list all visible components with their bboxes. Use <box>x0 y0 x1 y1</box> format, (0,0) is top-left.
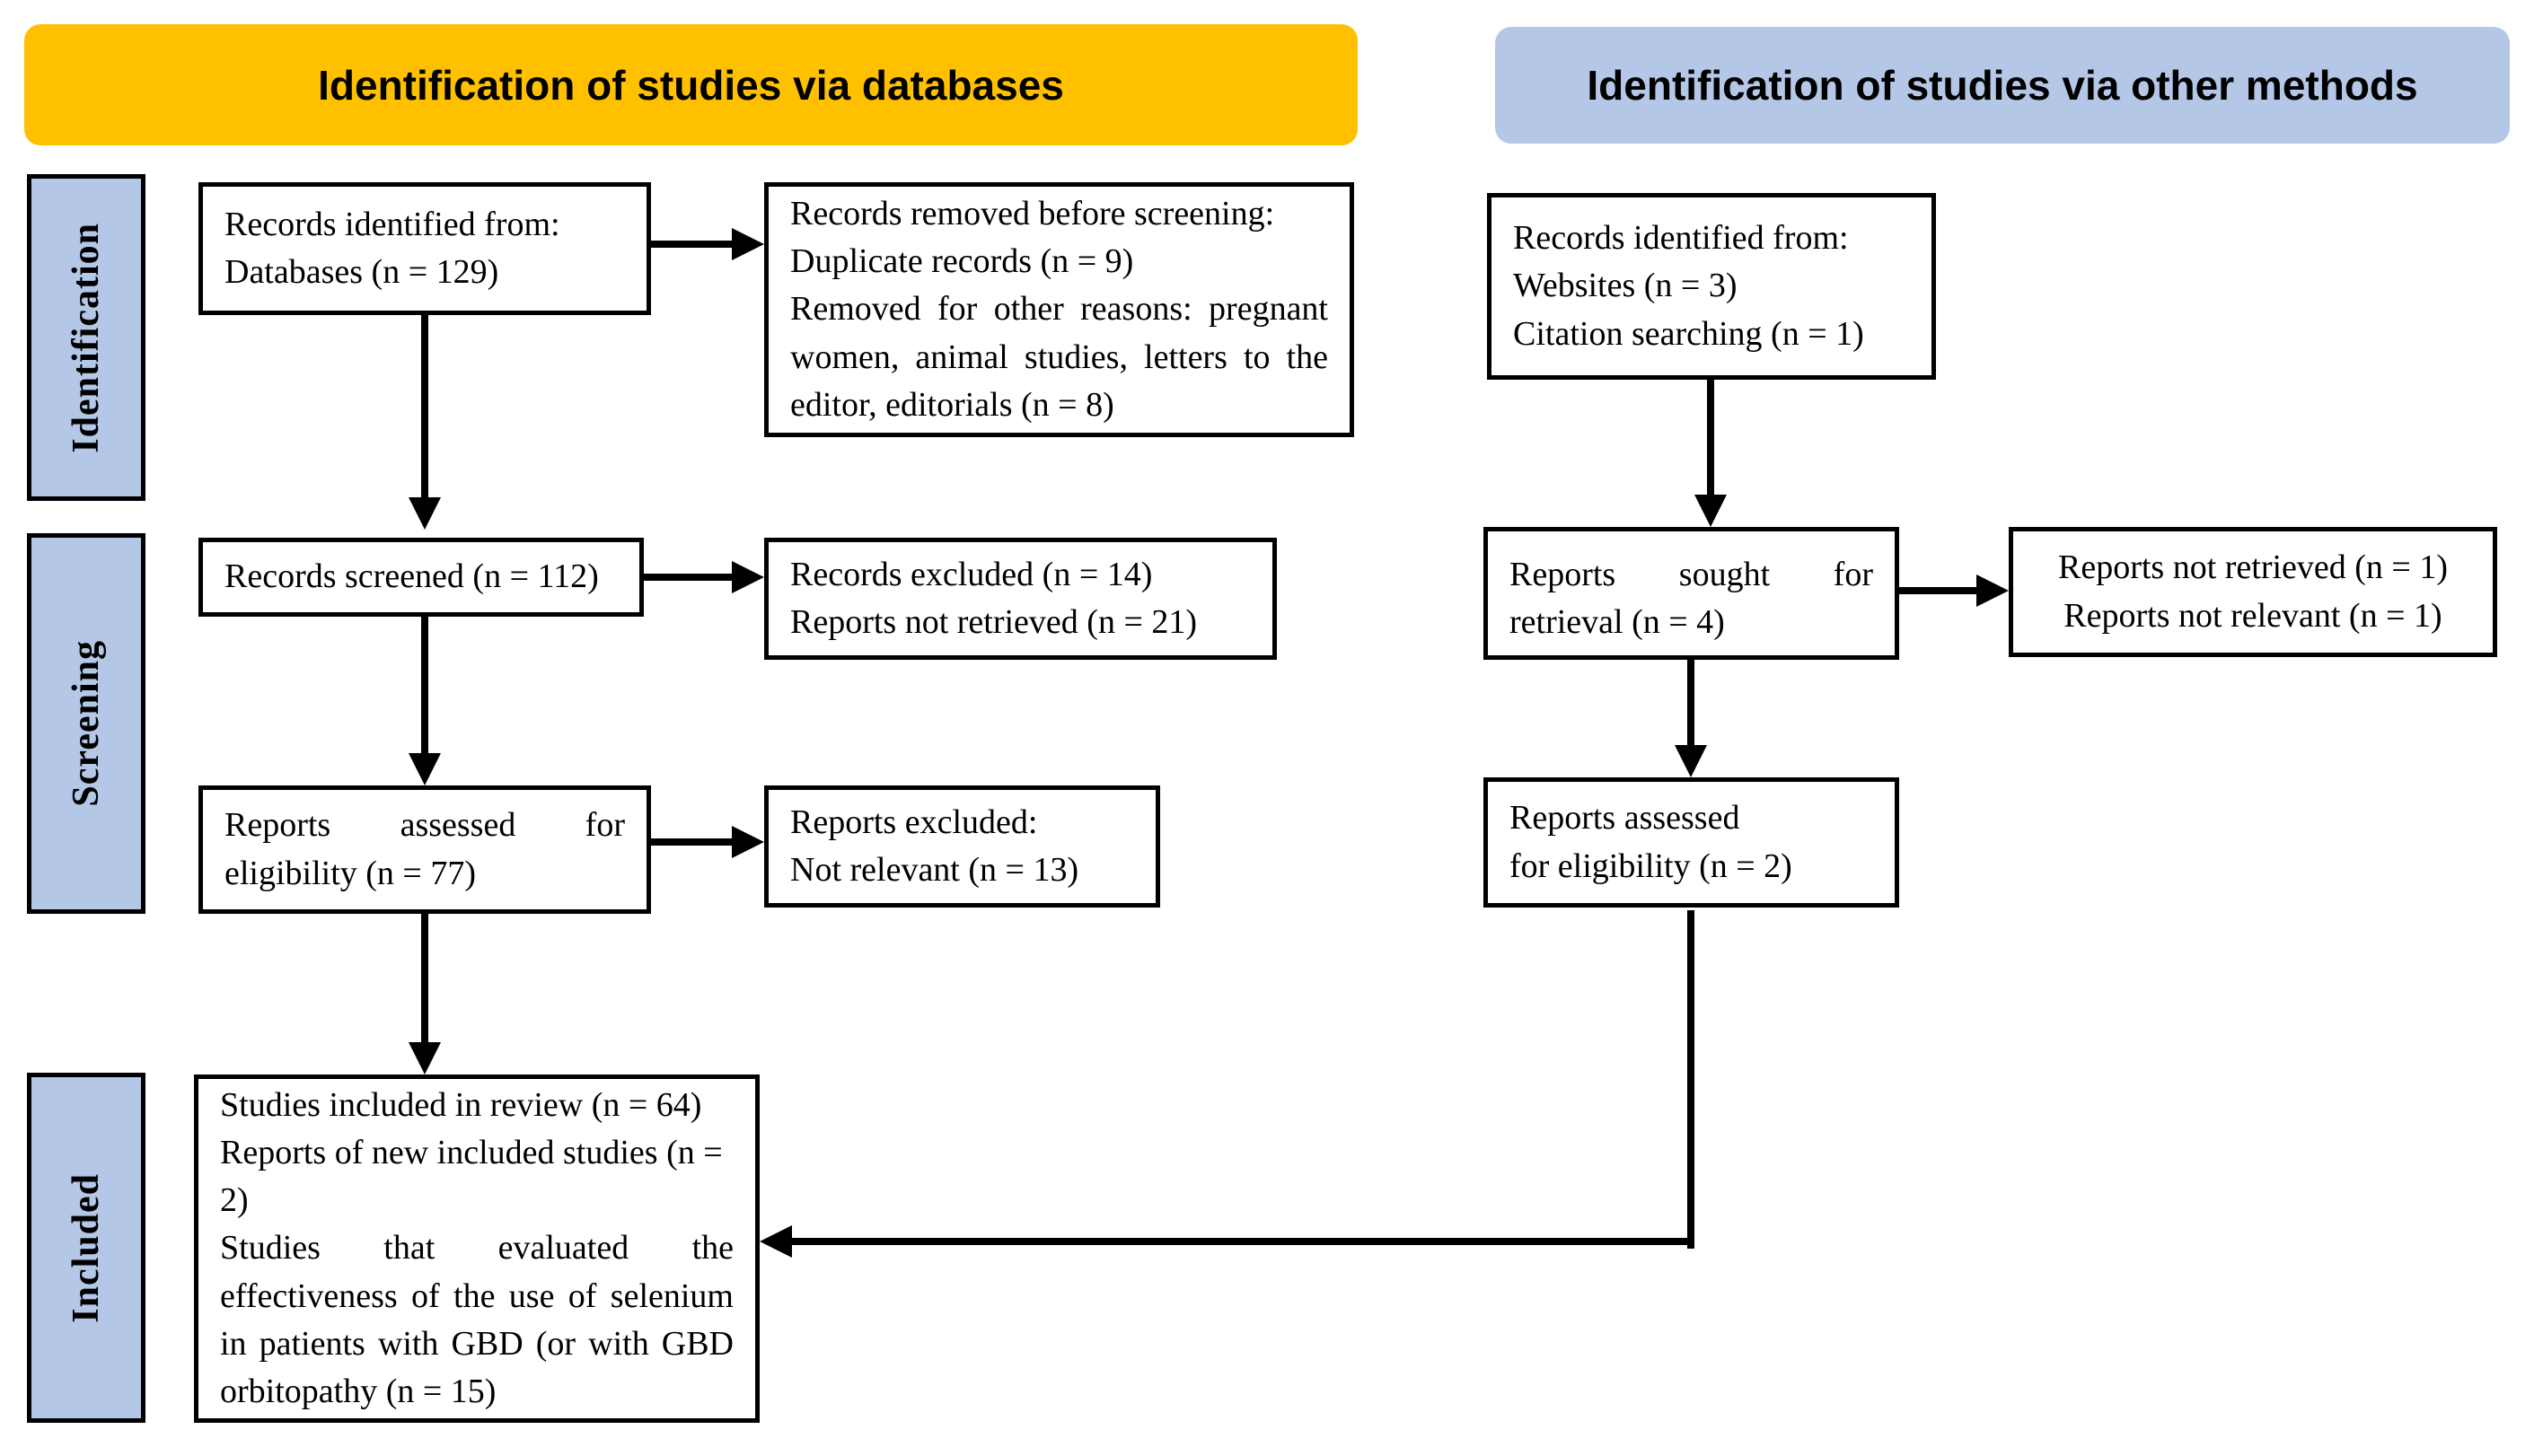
box-reports-excluded-not-relevant: Reports excluded: Not relevant (n = 13) <box>764 785 1160 908</box>
arrowhead-left-icon <box>760 1225 792 1258</box>
header-identification-via-other-methods: Identification of studies via other meth… <box>1495 27 2510 144</box>
arrow-shaft <box>421 617 428 753</box>
arrow-shaft <box>1707 380 1714 495</box>
sidebar-screening: Screening <box>27 533 145 914</box>
box-line: Records screened (n = 112) <box>224 557 599 596</box>
box-line: Records identified from: <box>1513 219 1849 258</box>
header-identification-via-databases-label: Identification of studies via databases <box>318 61 1064 109</box>
box-line: Reports assessed <box>1509 799 1740 838</box>
arrow-shaft <box>1899 587 1976 594</box>
arrowhead-down-icon <box>409 497 441 530</box>
header-identification-via-databases: Identification of studies via databases <box>24 24 1358 145</box>
arrow-shaft <box>421 315 428 497</box>
box-line: Reports sought for retrieval (n = 4) <box>1509 556 1873 642</box>
box-line: Reports not retrieved (n = 1) <box>2057 548 2449 587</box>
arrowhead-right-icon <box>1976 575 2009 607</box>
box-line: Removed for other reasons: pregnant wome… <box>790 290 1328 424</box>
box-line: Records identified from: <box>224 205 560 243</box>
box-line: Studies included in review (n = 64) <box>220 1085 702 1124</box>
arrow-shaft <box>644 574 732 581</box>
box-line: Websites (n = 3) <box>1513 267 1738 305</box>
box-line: Citation searching (n = 1) <box>1513 314 1864 353</box>
arrowhead-down-icon <box>1675 745 1707 777</box>
sidebar-screening-label: Screening <box>66 640 107 807</box>
box-studies-included-in-review: Studies included in review (n = 64) Repo… <box>194 1074 760 1423</box>
arrow-shaft <box>1687 660 1694 745</box>
arrowhead-down-icon <box>1694 495 1727 527</box>
sidebar-identification: Identification <box>27 174 145 501</box>
arrow-shaft-horizontal <box>792 1238 1691 1245</box>
box-line: Reports assessed for eligibility (n = 77… <box>224 806 625 892</box>
box-line: Records removed before screening: <box>790 195 1275 233</box>
box-reports-assessed-eligibility-77: Reports assessed for eligibility (n = 77… <box>198 785 651 914</box>
arrowhead-right-icon <box>732 826 764 858</box>
box-line: Reports excluded: <box>790 803 1038 841</box>
arrow-shaft <box>421 914 428 1042</box>
box-records-excluded: Records excluded (n = 14) Reports not re… <box>764 538 1277 660</box>
box-line: Not relevant (n = 13) <box>790 851 1079 889</box>
arrow-shaft <box>651 241 732 248</box>
arrowhead-right-icon <box>732 561 764 593</box>
sidebar-included: Included <box>27 1073 145 1423</box>
arrowhead-right-icon <box>732 228 764 260</box>
box-line: Duplicate records (n = 9) <box>790 242 1134 281</box>
box-records-removed-before-screening: Records removed before screening: Duplic… <box>764 182 1354 437</box>
box-line: for eligibility (n = 2) <box>1509 846 1792 885</box>
box-line: Reports not relevant (n = 1) <box>2063 596 2442 635</box>
header-identification-via-other-methods-label: Identification of studies via other meth… <box>1587 62 2418 109</box>
box-line: Databases (n = 129) <box>224 253 499 291</box>
box-records-screened: Records screened (n = 112) <box>198 538 644 617</box>
box-line: Studies that evaluated the effectiveness… <box>220 1229 734 1410</box>
arrowhead-down-icon <box>409 753 441 785</box>
arrowhead-down-icon <box>409 1042 441 1074</box>
box-records-identified-databases: Records identified from: Databases (n = … <box>198 182 651 315</box>
arrow-shaft-vertical <box>1687 910 1694 1249</box>
box-line: Records excluded (n = 14) <box>790 555 1153 593</box>
sidebar-included-label: Included <box>66 1172 107 1323</box>
box-line: Reports of new included studies (n = 2) <box>220 1134 723 1220</box>
box-reports-not-retrieved-not-relevant: Reports not retrieved (n = 1) Reports no… <box>2009 527 2497 657</box>
box-reports-assessed-eligibility-2: Reports assessed for eligibility (n = 2) <box>1483 777 1899 908</box>
sidebar-identification-label: Identification <box>66 222 107 453</box>
arrow-shaft <box>651 838 732 846</box>
box-reports-sought-retrieval: Reports sought for retrieval (n = 4) <box>1483 527 1899 660</box>
box-records-identified-other-methods: Records identified from: Websites (n = 3… <box>1487 193 1936 380</box>
box-line: Reports not retrieved (n = 21) <box>790 603 1198 641</box>
